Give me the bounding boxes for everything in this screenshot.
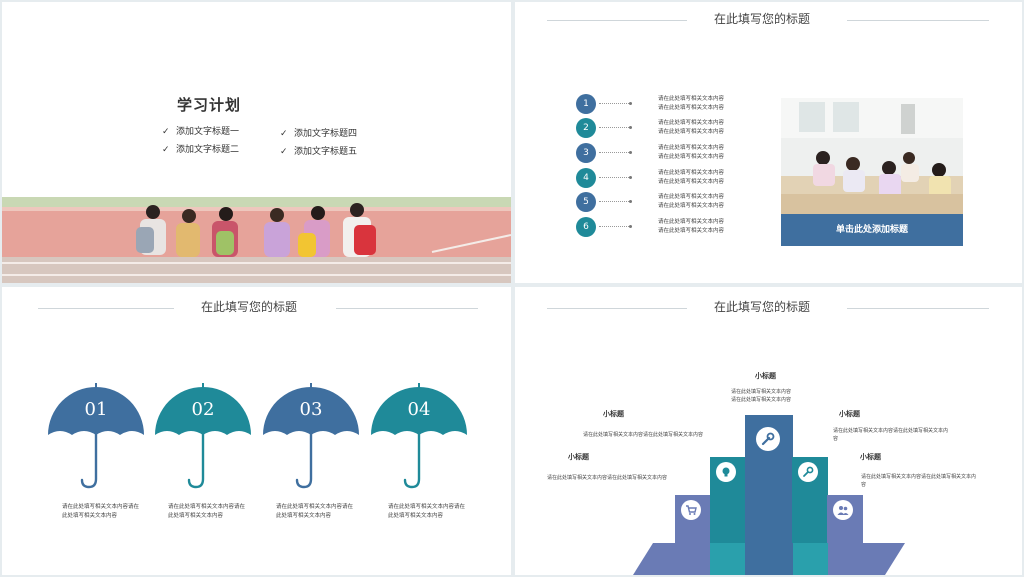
right-lower-subtitle: 小标题 bbox=[860, 453, 881, 461]
title-divider-left bbox=[547, 308, 687, 309]
dotted-connector bbox=[599, 201, 631, 202]
dotted-connector bbox=[599, 177, 631, 178]
umbrella-icon bbox=[371, 383, 467, 489]
umbrella-number: 04 bbox=[407, 399, 431, 420]
slide-numbered-list[interactable]: 在此填写您的标题 1 请在此处填写相关文本内容请在此处填写相关文本内容 2 请在此处填… bbox=[515, 2, 1022, 283]
umbrella-number: 02 bbox=[191, 399, 215, 420]
umbrella-description: 请在此处填写相关文本内容请在此处填写相关文本内容 bbox=[388, 504, 466, 519]
number-badge: 5 bbox=[576, 192, 596, 212]
title-divider-right bbox=[336, 308, 478, 309]
list-item: ✓添加文字标题一 bbox=[162, 127, 240, 137]
check-icon: ✓ bbox=[280, 129, 288, 139]
top-subtitle: 小标题 bbox=[755, 372, 776, 380]
title-divider-right bbox=[847, 308, 989, 309]
cart-icon bbox=[681, 500, 701, 520]
connector-dot bbox=[629, 151, 632, 154]
connector-dot bbox=[629, 176, 632, 179]
list-item-text: 请在此处填写相关文本内容请在此处填写相关文本内容 bbox=[658, 145, 725, 160]
wrench-icon bbox=[756, 427, 780, 451]
dotted-connector bbox=[599, 127, 631, 128]
number-badge: 6 bbox=[576, 217, 596, 237]
umbrella-icon bbox=[48, 383, 144, 489]
check-icon: ✓ bbox=[280, 147, 288, 157]
list-item: ✓添加文字标题四 bbox=[280, 129, 358, 139]
lightbulb-icon bbox=[716, 462, 736, 482]
slide-umbrellas[interactable]: 在此填写您的标题 01 请在此处填写相关文本内容请在此处填写相关文本内容 02 请在此… bbox=[2, 287, 511, 575]
list-item-text: 请在此处填写相关文本内容请在此处填写相关文本内容 bbox=[658, 170, 725, 185]
right-upper-subtitle: 小标题 bbox=[839, 410, 860, 418]
key-icon bbox=[798, 462, 818, 482]
left-upper-subtitle: 小标题 bbox=[603, 410, 624, 418]
umbrella-description: 请在此处填写相关文本内容请在此处填写相关文本内容 bbox=[276, 504, 354, 519]
right-lower-text-line2: 容 bbox=[861, 482, 867, 488]
list-item-text: 请在此处填写相关文本内容请在此处填写相关文本内容 bbox=[658, 219, 725, 234]
study-plan-heading: 学习计划 bbox=[177, 96, 242, 114]
top-text-line1: 请在此处填写相关文本内容 bbox=[731, 389, 792, 395]
list-item: ✓添加文字标题二 bbox=[162, 145, 240, 155]
dotted-connector bbox=[599, 152, 631, 153]
number-badge: 1 bbox=[576, 94, 596, 114]
title-divider-left bbox=[38, 308, 174, 309]
umbrella-icon bbox=[263, 383, 359, 489]
umbrella-number: 03 bbox=[299, 399, 323, 420]
slide-bar-steps[interactable]: 在此填写您的标题 小标题 请在此处填写相关文本内容 请在此处填写相关文本内容 小… bbox=[515, 287, 1022, 575]
top-text-line2: 请在此处填写相关文本内容 bbox=[731, 397, 792, 403]
umbrella-description: 请在此处填写相关文本内容请在此处填写相关文本内容 bbox=[168, 504, 246, 519]
classroom-photo bbox=[781, 98, 963, 214]
list-item-text: 请在此处填写相关文本内容请在此处填写相关文本内容 bbox=[658, 194, 725, 209]
list-item-text: 请在此处填写相关文本内容请在此处填写相关文本内容 bbox=[658, 96, 725, 111]
number-badge: 4 bbox=[576, 168, 596, 188]
umbrella-icon bbox=[155, 383, 251, 489]
connector-dot bbox=[629, 200, 632, 203]
number-badge: 3 bbox=[576, 143, 596, 163]
right-upper-text-line2: 容 bbox=[833, 436, 839, 442]
slide-study-plan[interactable]: 学习计划 ✓添加文字标题一 ✓添加文字标题二 ✓添加文字标题四 ✓添加文字标题五 bbox=[2, 2, 511, 283]
slide-title: 在此填写您的标题 bbox=[713, 12, 810, 26]
connector-dot bbox=[629, 225, 632, 228]
connector-dot bbox=[629, 126, 632, 129]
add-title-button[interactable]: 单击此处添加标题 bbox=[781, 214, 963, 246]
title-divider-left bbox=[547, 20, 687, 21]
umbrella-number: 01 bbox=[84, 399, 108, 420]
umbrella-description: 请在此处填写相关文本内容请在此处填写相关文本内容 bbox=[62, 504, 140, 519]
dotted-connector bbox=[599, 103, 631, 104]
left-lower-text: 请在此处填写相关文本内容请在此处填写相关文本内容 bbox=[547, 475, 668, 481]
slide-title: 在此填写您的标题 bbox=[200, 300, 297, 314]
users-icon bbox=[833, 500, 853, 520]
check-icon: ✓ bbox=[162, 127, 170, 137]
right-lower-text-line1: 请在此处填写相关文本内容请在此处填写相关文本内 bbox=[861, 474, 977, 480]
check-icon: ✓ bbox=[162, 145, 170, 155]
dotted-connector bbox=[599, 226, 631, 227]
list-item-text: 请在此处填写相关文本内容请在此处填写相关文本内容 bbox=[658, 120, 725, 135]
list-item: ✓添加文字标题五 bbox=[280, 147, 358, 157]
left-upper-text: 请在此处填写相关文本内容请在此处填写相关文本内容 bbox=[583, 432, 704, 438]
right-upper-text-line1: 请在此处填写相关文本内容请在此处填写相关文本内 bbox=[833, 428, 949, 434]
students-photo bbox=[2, 197, 511, 283]
connector-dot bbox=[629, 102, 632, 105]
left-lower-subtitle: 小标题 bbox=[568, 453, 589, 461]
number-badge: 2 bbox=[576, 118, 596, 138]
title-divider-right bbox=[847, 20, 989, 21]
slide-title: 在此填写您的标题 bbox=[713, 300, 810, 314]
